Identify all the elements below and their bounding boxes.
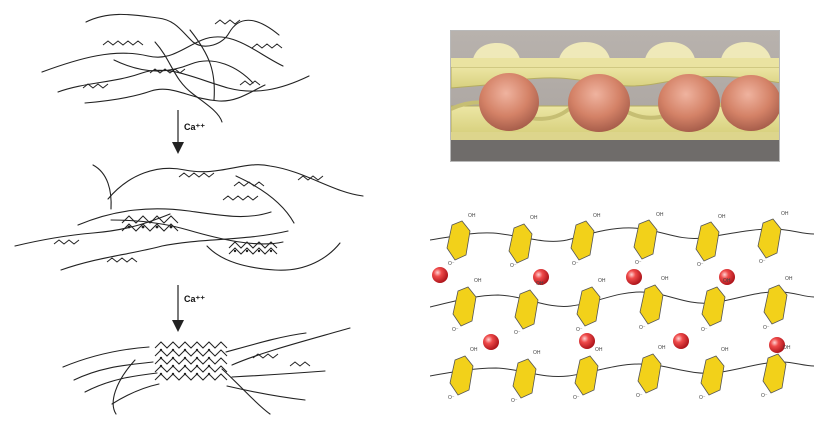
svg-text:O⁻: O⁻ xyxy=(514,330,521,336)
svg-text:OH: OH xyxy=(661,276,669,282)
svg-text:OH: OH xyxy=(595,347,603,353)
egg-carton-photo xyxy=(450,30,780,162)
top-polymer-network xyxy=(42,14,309,122)
svg-text:O⁻: O⁻ xyxy=(701,327,708,333)
svg-text:O⁻: O⁻ xyxy=(763,325,770,331)
svg-text:O⁻: O⁻ xyxy=(576,327,583,333)
first-reaction-arrow: Ca⁺⁺ xyxy=(178,110,205,148)
svg-text:O⁻: O⁻ xyxy=(511,398,518,404)
svg-text:O⁻: O⁻ xyxy=(699,395,706,401)
svg-text:O⁻: O⁻ xyxy=(635,260,642,266)
svg-text:OH: OH xyxy=(593,213,601,219)
svg-text:OH: OH xyxy=(721,347,729,353)
svg-text:O⁻: O⁻ xyxy=(448,395,455,401)
svg-text:OH: OH xyxy=(658,345,666,351)
svg-text:OH: OH xyxy=(468,213,476,219)
svg-text:O⁻: O⁻ xyxy=(452,327,459,333)
svg-text:O⁻: O⁻ xyxy=(639,325,646,331)
svg-text:O⁻: O⁻ xyxy=(636,393,643,399)
svg-text:OH: OH xyxy=(474,278,482,284)
svg-text:O⁻: O⁻ xyxy=(697,262,704,268)
svg-text:OH: OH xyxy=(781,211,789,217)
svg-text:OH: OH xyxy=(533,350,541,356)
arrow-1-label: Ca⁺⁺ xyxy=(184,122,205,132)
svg-text:OH: OH xyxy=(470,347,478,353)
svg-text:OH: OH xyxy=(723,278,731,284)
svg-text:OH: OH xyxy=(718,214,726,220)
svg-text:OH: OH xyxy=(783,345,791,351)
svg-text:OH: OH xyxy=(785,276,793,282)
svg-text:OH: OH xyxy=(656,212,664,218)
svg-text:O⁻: O⁻ xyxy=(759,259,766,265)
gelation-scheme-svg: Ca⁺⁺ xyxy=(0,0,420,419)
bottom-polymer-network xyxy=(63,328,350,414)
gelation-scheme: Ca⁺⁺ xyxy=(0,0,420,419)
egg-box-molecular-model-svg: OH OH OH OH OH OH O⁻ O⁻ O⁻ O⁻ O⁻ O⁻ OH OH OH OH OH OH O… xyxy=(430,205,814,419)
egg-box-molecular-model: OH OH OH OH OH OH O⁻ O⁻ O⁻ O⁻ O⁻ O⁻ OH OH OH OH OH OH O… xyxy=(430,205,814,419)
middle-polymer-network xyxy=(15,165,363,270)
svg-text:O⁻: O⁻ xyxy=(510,263,517,269)
second-reaction-arrow: Ca⁺⁺ xyxy=(178,285,205,326)
svg-text:OH: OH xyxy=(536,281,544,287)
svg-text:O⁻: O⁻ xyxy=(572,261,579,267)
svg-text:O⁻: O⁻ xyxy=(761,393,768,399)
svg-text:O⁻: O⁻ xyxy=(448,261,455,267)
svg-text:OH: OH xyxy=(598,278,606,284)
svg-text:O⁻: O⁻ xyxy=(573,395,580,401)
svg-text:OH: OH xyxy=(530,215,538,221)
egg-carton-photo-svg xyxy=(451,31,780,162)
arrow-2-label: Ca⁺⁺ xyxy=(184,294,205,304)
